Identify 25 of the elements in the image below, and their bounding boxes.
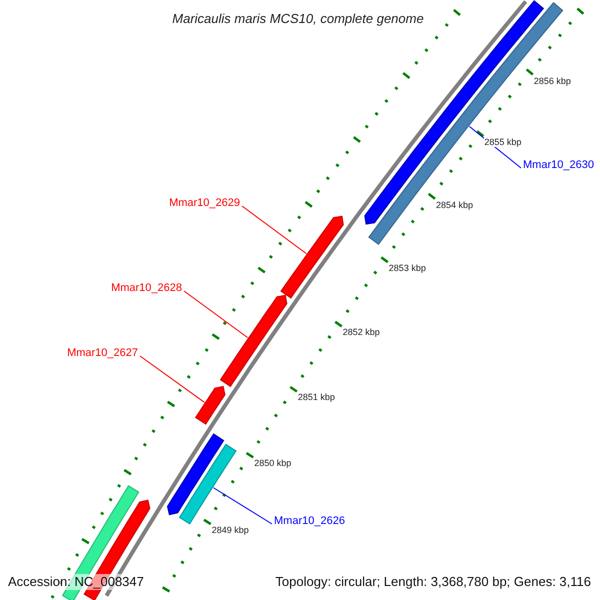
tick-label: 2849 kbp: [212, 525, 249, 536]
tick-label: 2850 kbp: [254, 458, 292, 468]
gene-label: Mmar10_2627: [67, 347, 138, 360]
tick-label: 2854 kbp: [436, 200, 474, 210]
tick-label: 2855 kbp: [484, 137, 522, 148]
tick-label: 2856 kbp: [534, 76, 571, 86]
leader-line: [140, 356, 205, 403]
leader-line: [184, 290, 248, 338]
gene-bar: [178, 444, 237, 524]
footer-text: Topology: circular; Length: 3,368,780 bp; Genes: 3,116: [275, 574, 591, 590]
gene-bar: [220, 294, 288, 388]
gene-label: Mmar10_2628: [111, 282, 182, 295]
gene-label: Mmar10_2626: [274, 515, 345, 528]
chart-title: Maricaulis maris MCS10, complete genome: [171, 10, 425, 28]
gene-bar: [280, 216, 344, 299]
leader-line: [242, 206, 307, 254]
footer-text: Accession: NC_008347: [8, 574, 144, 590]
tick-label: 2852 kbp: [342, 327, 380, 338]
tick-label: 2853 kbp: [388, 263, 426, 274]
gene-bar: [166, 433, 224, 516]
leader-line: [213, 487, 272, 524]
gene-label: Mmar10_2630: [523, 159, 594, 172]
tick-label: 2851 kbp: [298, 392, 335, 402]
gene-label: Mmar10_2629: [169, 197, 240, 210]
gene-bar: [194, 386, 226, 425]
